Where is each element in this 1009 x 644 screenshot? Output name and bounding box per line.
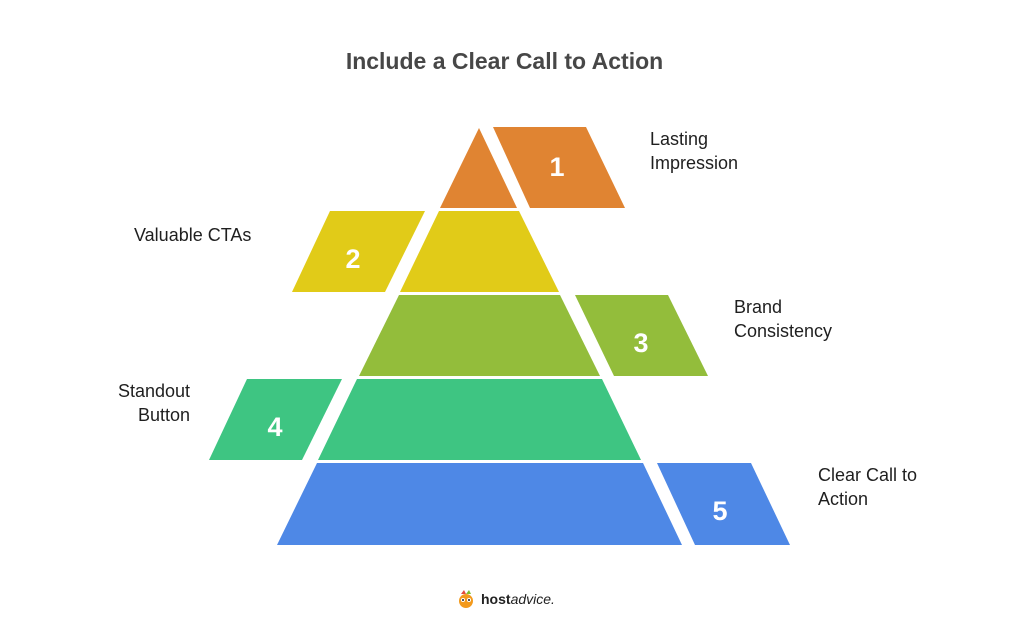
tier-3: 3	[359, 295, 708, 376]
tier-2: 2	[292, 211, 559, 292]
diagram-title: Include a Clear Call to Action	[345, 48, 664, 74]
tier-2-pyramid-segment	[400, 211, 559, 292]
tier-4-tab	[209, 379, 342, 460]
brand-name: hostadvice.	[481, 591, 555, 607]
tier-5-pyramid-segment	[277, 463, 682, 545]
tier-1-tab	[493, 127, 625, 208]
tier-1-number: 1	[549, 152, 564, 182]
tier-1-label: Lasting Impression	[650, 129, 739, 173]
brand-logo: hostadvice.	[455, 588, 555, 610]
tier-5-label: Clear Call to Action	[818, 465, 918, 509]
tier-4-pyramid-segment	[318, 379, 641, 460]
tier-5-tab	[657, 463, 790, 545]
hostadvice-mascot-icon	[459, 590, 473, 608]
tier-1-pyramid-segment	[440, 128, 517, 208]
tier-3-label: Brand Consistency	[734, 297, 833, 341]
tier-2-label: Valuable CTAs	[134, 225, 252, 245]
tier-5: 5	[277, 463, 790, 545]
tier-3-number: 3	[633, 328, 648, 358]
tier-1: 1	[440, 127, 625, 208]
tier-2-number: 2	[345, 244, 360, 274]
tier-4: 4	[209, 379, 641, 460]
tier-4-number: 4	[267, 412, 282, 442]
tier-3-tab	[575, 295, 708, 376]
tier-3-pyramid-segment	[359, 295, 600, 376]
tier-2-tab	[292, 211, 425, 292]
tier-5-number: 5	[712, 496, 727, 526]
tier-4-label: Standout Button	[117, 381, 190, 425]
